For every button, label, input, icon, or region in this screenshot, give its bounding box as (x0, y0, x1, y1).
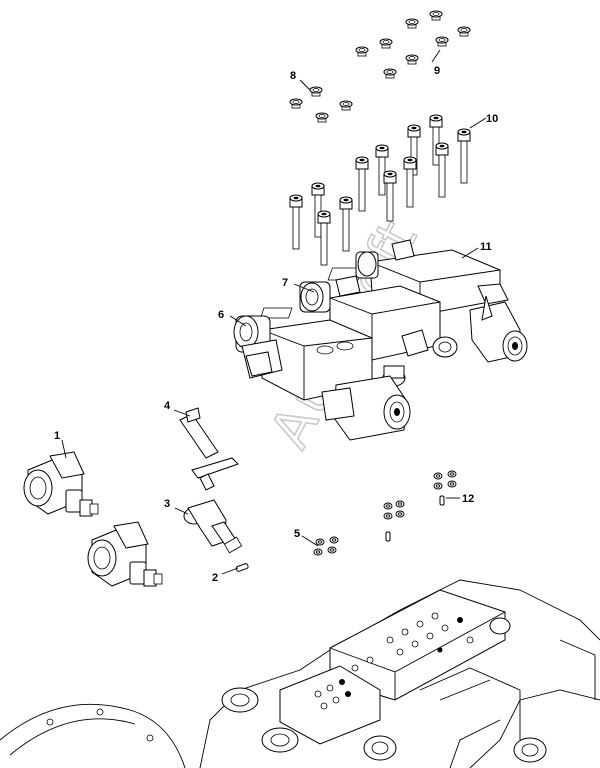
plug (355, 46, 369, 57)
o-ring (383, 502, 393, 510)
part-9-seal-rings (355, 10, 471, 79)
plug (383, 68, 397, 79)
callout-labels: 1 2 3 4 5 6 7 8 9 10 11 12 (54, 65, 498, 584)
part-4-clip (179, 407, 239, 491)
part-5-o-rings (313, 536, 339, 556)
transmission-housing (0, 579, 600, 768)
cap-screw (457, 128, 471, 184)
cap-screw (383, 170, 397, 222)
o-ring (433, 482, 443, 490)
cap-screw (289, 194, 303, 250)
pin (385, 531, 391, 542)
plug (457, 26, 471, 37)
cap-screw (375, 144, 389, 196)
callout-1: 1 (54, 430, 60, 442)
callout-5: 5 (294, 528, 300, 540)
callout-2: 2 (212, 572, 218, 584)
callout-3: 3 (164, 498, 170, 510)
plug (315, 112, 329, 123)
plug (379, 38, 393, 49)
callout-8: 8 (290, 70, 296, 82)
part-11-valve-block-assembly (233, 239, 528, 441)
o-ring (329, 536, 339, 544)
pin (439, 495, 445, 506)
plug (405, 18, 419, 29)
callout-9: 9 (434, 65, 440, 77)
o-ring (447, 480, 457, 488)
cap-screw (407, 124, 421, 176)
part-12-o-rings-pins (383, 470, 457, 542)
cap-screw (339, 196, 353, 252)
plug (289, 98, 303, 109)
o-ring (447, 470, 457, 478)
callout-11: 11 (480, 241, 492, 253)
part-1-solenoid-valves (23, 451, 163, 587)
o-ring (313, 548, 323, 556)
callout-6: 6 (218, 309, 224, 321)
leader-lines (61, 49, 487, 575)
o-ring (383, 512, 393, 520)
o-ring (395, 510, 405, 518)
plug (405, 54, 419, 65)
callout-4: 4 (164, 400, 171, 412)
o-ring (433, 472, 443, 480)
cap-screw (355, 156, 369, 212)
o-ring (315, 538, 325, 546)
cap-screw (435, 142, 449, 198)
plug (309, 86, 323, 97)
part-10-cap-screws (289, 114, 471, 266)
o-ring (327, 546, 337, 554)
part-8-plugs (289, 86, 353, 123)
plug (339, 100, 353, 111)
part-2-pin (235, 563, 249, 572)
o-ring (395, 500, 405, 508)
callout-7: 7 (282, 277, 288, 289)
cap-screw (317, 210, 331, 266)
plug (429, 10, 443, 21)
part-3-elbow-connector (183, 499, 243, 554)
callout-10: 10 (486, 113, 498, 125)
callout-12: 12 (462, 493, 474, 505)
cap-screw (403, 156, 417, 208)
plug (435, 36, 449, 47)
